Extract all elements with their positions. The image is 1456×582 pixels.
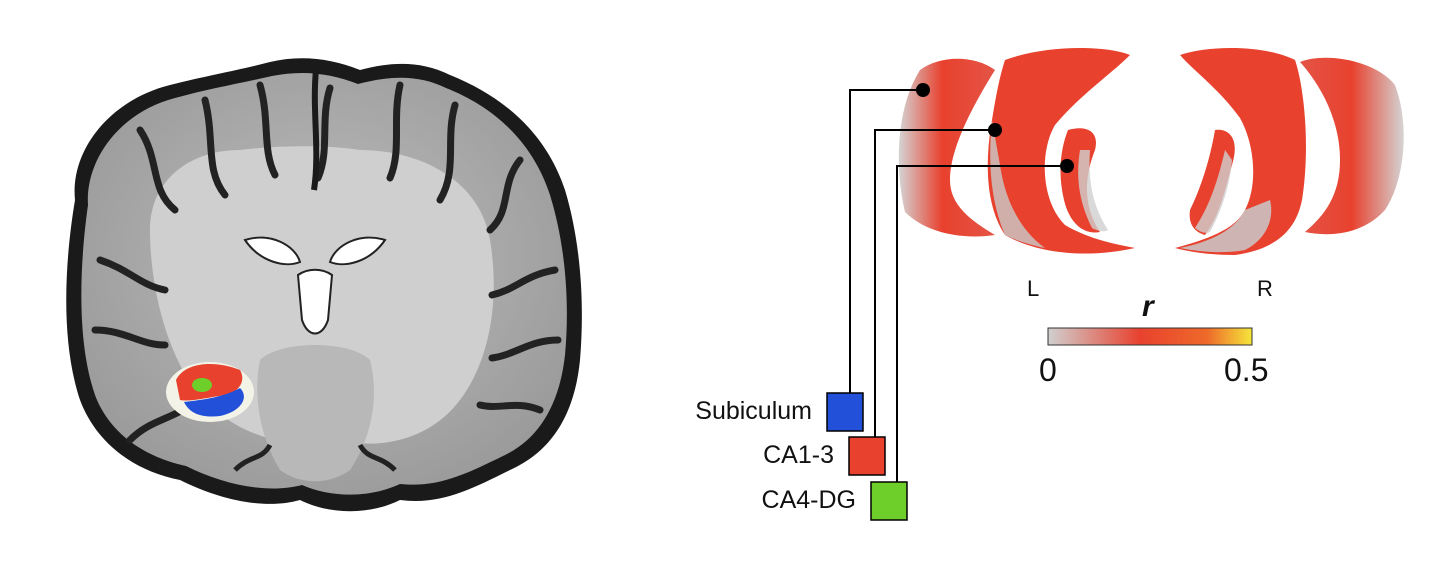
hippocampus-surface-right	[1175, 48, 1404, 256]
colorbar-max-label: 0.5	[1224, 352, 1269, 388]
legend-swatch-ca4-dg	[870, 481, 908, 521]
leader-dot-subiculum	[916, 83, 930, 97]
mri-coronal-slice	[66, 58, 582, 512]
hippocampus-surface-left	[898, 48, 1135, 254]
legend-swatch-subiculum	[826, 392, 864, 432]
leader-line-ca4-dg	[896, 165, 1067, 482]
leader-line-ca1-3	[874, 129, 995, 437]
leader-line-subiculum	[849, 89, 923, 393]
leader-lines	[849, 89, 1067, 482]
colorbar-title: r	[1142, 290, 1154, 323]
legend-label-ca1-3: CA1-3	[763, 441, 834, 469]
colorbar-min-label: 0	[1039, 352, 1057, 388]
legend-label-ca4-dg: CA4-DG	[761, 486, 856, 514]
leader-dot-ca1-3	[988, 123, 1002, 137]
colorbar	[1047, 327, 1253, 346]
legend-label-subiculum: Subiculum	[695, 397, 812, 425]
hemisphere-label-left: L	[1027, 276, 1040, 301]
leader-dot-ca4-dg	[1060, 159, 1074, 173]
hemisphere-label-right: R	[1257, 276, 1273, 301]
legend-swatch-ca1-3	[848, 436, 886, 476]
hippocampus-segmentation	[166, 362, 254, 422]
